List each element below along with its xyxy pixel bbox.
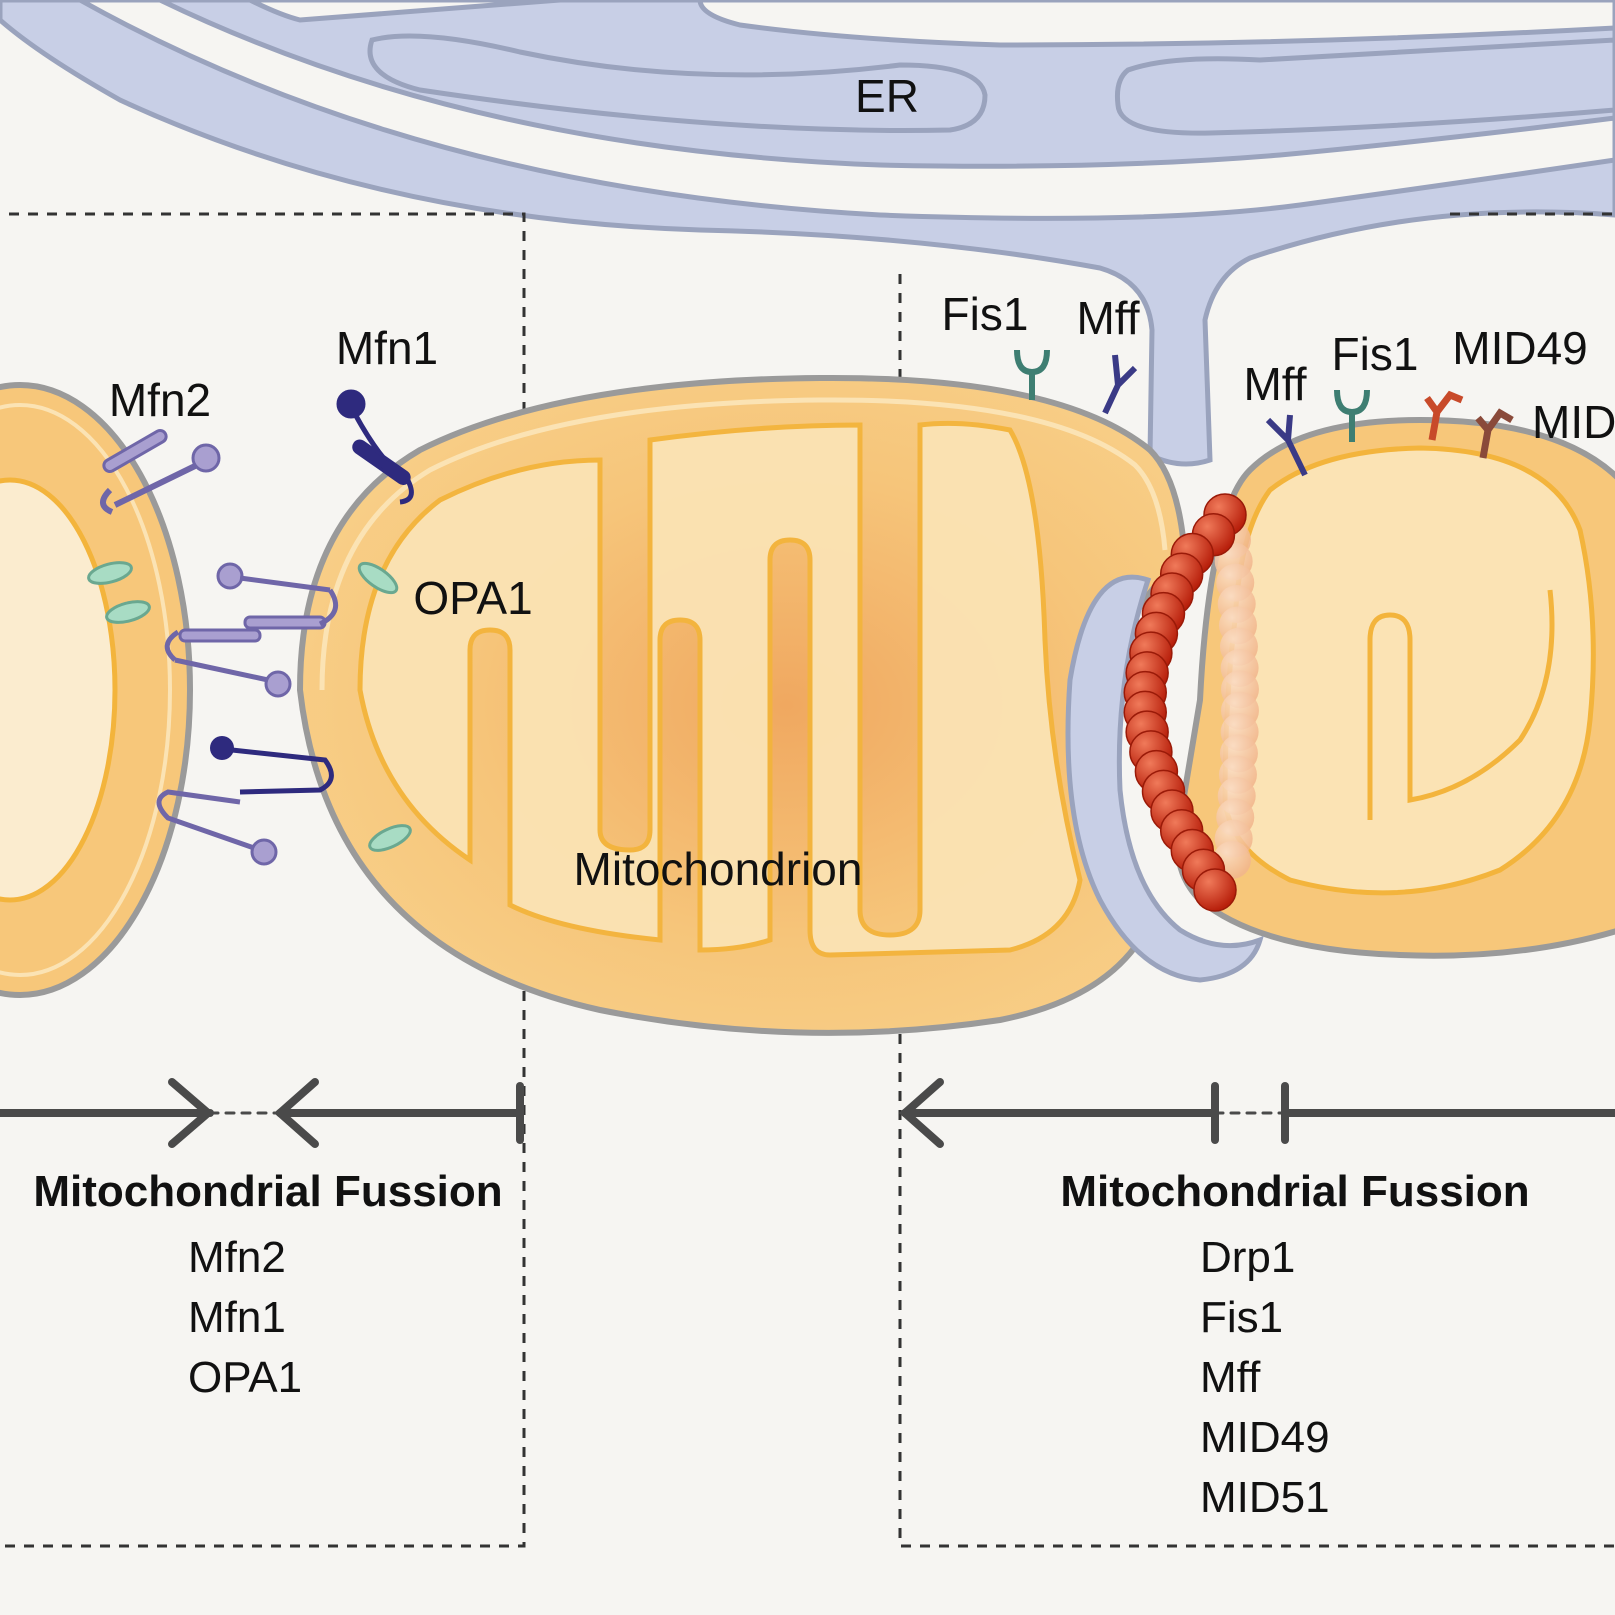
opa1-proteins [87, 561, 412, 852]
mid49-label: MID49 [1452, 322, 1587, 374]
mff-receptor-right [1265, 414, 1308, 477]
right-mitochondrion [1174, 416, 1615, 959]
mff-right-label: Mff [1243, 358, 1306, 410]
fission-item: MID49 [1200, 1413, 1330, 1462]
mfn1-protein-top [336, 389, 414, 505]
mfn1-label: Mfn1 [336, 322, 438, 374]
mfn-tether-group-upper [164, 562, 339, 698]
fis1-receptor-right [1334, 389, 1370, 442]
mid49-receptor [1424, 390, 1464, 441]
fusion-arrows [0, 1078, 524, 1148]
mid51-partial-label: MID [1532, 396, 1615, 448]
fission-heading: Mitochondrial Fussion [1060, 1167, 1529, 1216]
fission-item: Fis1 [1200, 1293, 1283, 1342]
fission-arrows [898, 1078, 1615, 1148]
drp1-bead [1193, 868, 1237, 912]
fusion-item: OPA1 [188, 1353, 302, 1402]
fission-item: Drp1 [1200, 1233, 1295, 1282]
fusion-item: Mfn1 [188, 1293, 286, 1342]
opa1-label: OPA1 [413, 572, 532, 624]
er-tubule-wrap [1065, 574, 1264, 983]
fis1-right-label: Fis1 [1332, 328, 1419, 380]
main-mitochondrion: Mitochondrion [296, 374, 1189, 1036]
drp1-ring [1123, 493, 1259, 912]
fission-item: MID51 [1200, 1473, 1330, 1522]
mff-left-label: Mff [1076, 292, 1139, 344]
fusion-item: Mfn2 [188, 1233, 286, 1282]
fis1-receptor-left [1014, 349, 1050, 400]
left-mitochondrion [0, 382, 193, 998]
mid51-receptor [1475, 408, 1514, 459]
er-label: ER [855, 70, 919, 122]
mfn2-protein-outer [100, 429, 221, 515]
mfn2-label: Mfn2 [109, 374, 211, 426]
fis1-left-label: Fis1 [942, 288, 1029, 340]
mff-receptor-left [1102, 354, 1138, 415]
fusion-heading: Mitochondrial Fussion [33, 1167, 502, 1216]
endoplasmic-reticulum: ER [0, 0, 1615, 467]
fission-item: Mff [1200, 1353, 1261, 1402]
mitochondrion-label: Mitochondrion [574, 843, 863, 895]
mfn-tether-group-lower [156, 736, 334, 866]
